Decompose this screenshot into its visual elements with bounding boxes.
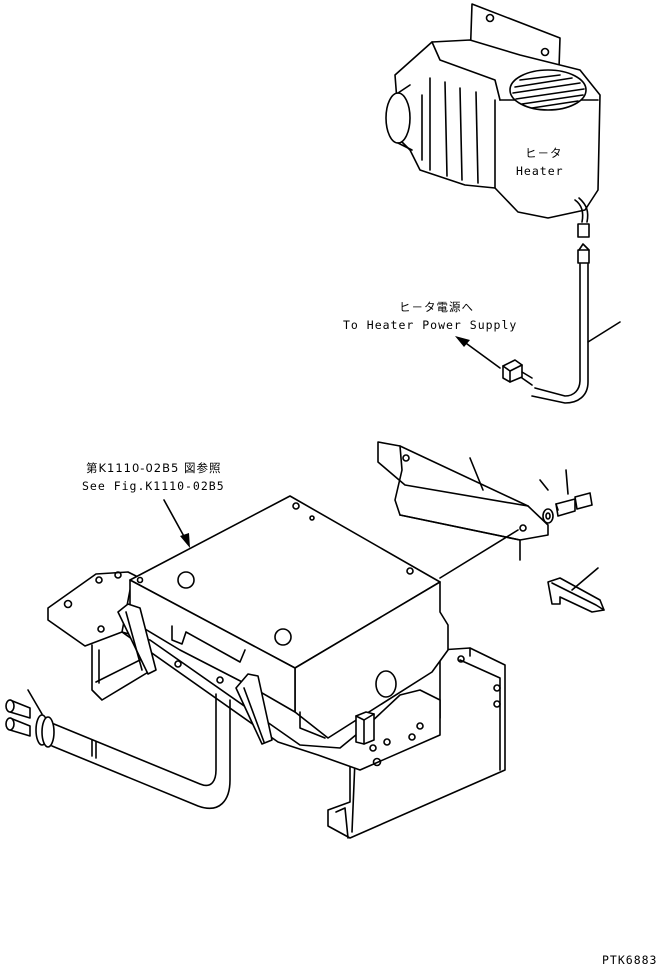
heater-harness	[455, 223, 621, 404]
cover-plate	[377, 441, 549, 561]
reference-arrow	[163, 499, 190, 548]
washer-and-bolt	[539, 469, 593, 524]
lower-harness	[5, 689, 231, 809]
reference-label-jp: 第K1110-02B5 図参照	[86, 461, 221, 475]
drawing-code: PTK6883	[602, 953, 657, 967]
bracket-clip	[547, 567, 605, 613]
power-supply-label-jp: ヒ－タ電源へ	[399, 300, 474, 314]
power-supply-label-en: To Heater Power Supply	[343, 318, 517, 332]
heater-label-en: Heater	[516, 164, 564, 178]
heater-label-jp: ヒ－タ	[525, 146, 563, 160]
reference-label-en: See Fig.K1110-02B5	[82, 479, 225, 493]
heater-unit	[385, 3, 601, 223]
alignment-line	[439, 529, 519, 579]
mounting-frame	[47, 495, 506, 839]
